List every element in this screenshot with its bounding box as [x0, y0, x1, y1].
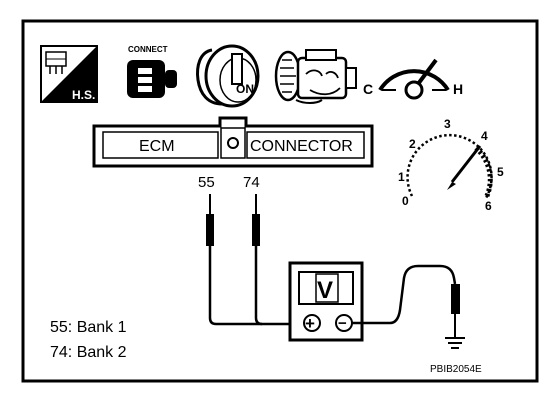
- negative-terminal: −: [338, 315, 347, 332]
- connect-icon: CONNECT: [127, 45, 177, 98]
- ecm-label: ECM: [139, 138, 175, 155]
- probe-wire-bank-1: [206, 194, 300, 326]
- connector-label: CONNECTOR: [250, 138, 353, 155]
- temp-cold-label: C: [363, 81, 373, 97]
- voltmeter: V + −: [288, 261, 364, 342]
- voltmeter-display: V: [317, 277, 333, 304]
- pin-74-label: 74: [243, 174, 260, 191]
- tach-mark-0: 0: [402, 194, 409, 208]
- tach-mark-5: 5: [497, 165, 504, 179]
- bank-legend: 55: Bank 1 74: Bank 2: [50, 319, 127, 361]
- tachometer: 0 1 2 3 4 5 6: [398, 117, 504, 213]
- tach-mark-2: 2: [409, 137, 416, 151]
- ground-wire: [352, 264, 460, 338]
- legend-bank-2: 74: Bank 2: [50, 344, 127, 361]
- key-on-label: ON: [236, 82, 254, 96]
- ignition-key-icon: ON: [196, 44, 260, 108]
- tach-mark-3: 3: [444, 117, 451, 131]
- tach-mark-1: 1: [398, 170, 405, 184]
- figure-code: PBIB2054E: [430, 364, 482, 375]
- temperature-gauge-icon: C H: [363, 58, 463, 100]
- hs-label: H.S.: [72, 88, 95, 102]
- tach-mark-4: 4: [481, 129, 488, 143]
- connect-label: CONNECT: [128, 45, 168, 54]
- engine-running-icon: [274, 49, 357, 104]
- diagram-frame: [21, 19, 539, 383]
- probe-wire-bank-2: [252, 194, 263, 326]
- legend-bank-1: 55: Bank 1: [50, 319, 127, 336]
- tach-mark-6: 6: [485, 199, 492, 213]
- positive-terminal: +: [305, 314, 315, 333]
- ground-symbol: [445, 337, 465, 349]
- pin-55-label: 55: [198, 174, 215, 191]
- hot-shutdown-icon: H.S.: [40, 45, 98, 103]
- ecm-connector: ECM CONNECTOR: [92, 116, 374, 168]
- temp-hot-label: H: [453, 81, 463, 97]
